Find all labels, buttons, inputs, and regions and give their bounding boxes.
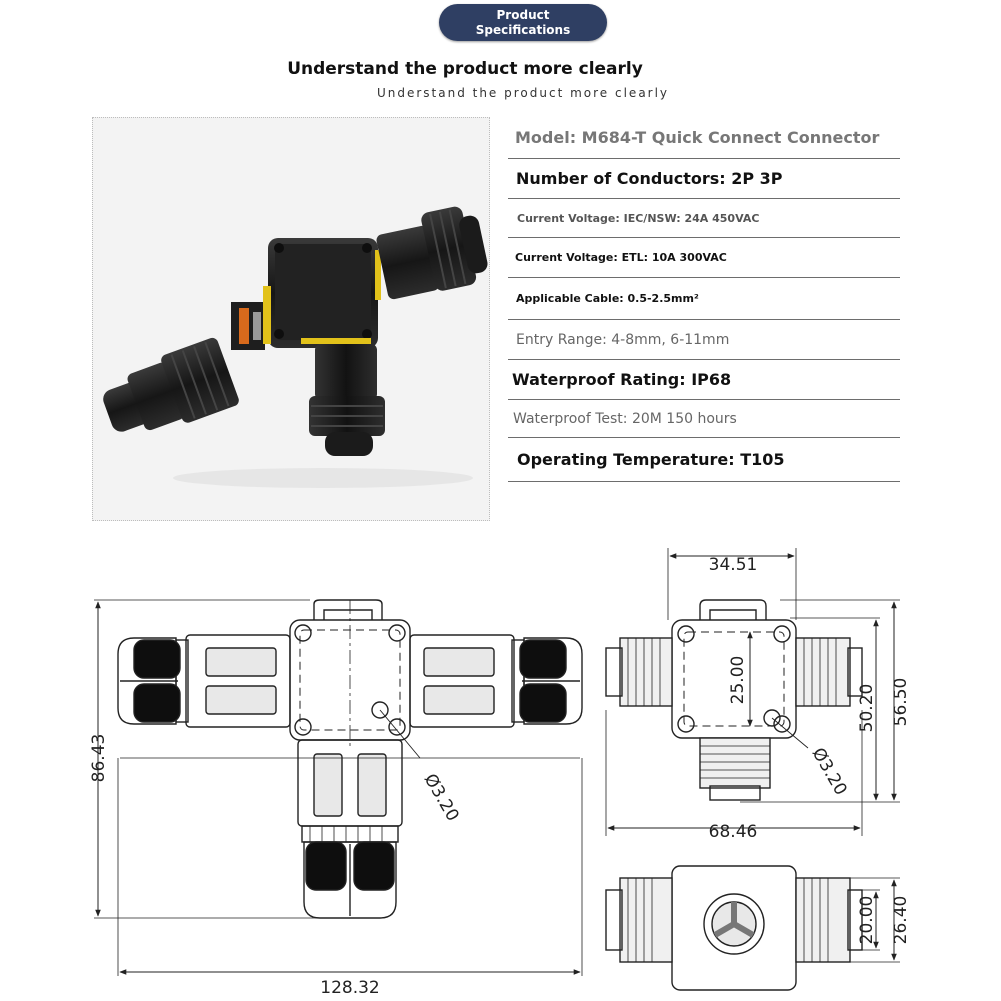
dim-side-height-outer: 56.50 (891, 678, 911, 727)
product-photo (92, 117, 490, 521)
spec-voltage-iec-text: Current Voltage: IEC/NSW: 24A 450VAC (517, 211, 760, 225)
spec-model: Model: M684-T Quick Connect Connector (508, 117, 900, 159)
spec-waterproof-test: Waterproof Test: 20M 150 hours (508, 400, 900, 438)
spec-conductors-text: Number of Conductors: 2P 3P (516, 169, 783, 188)
dim-total-length: 128.32 (320, 978, 379, 998)
left-plug-insert (231, 302, 265, 350)
dim-total-height: 86.43 (89, 734, 109, 783)
spec-model-text: Model: M684-T Quick Connect Connector (515, 128, 880, 147)
right-arm (376, 206, 488, 300)
left-cable-gland (103, 337, 239, 432)
side-view-dimensions (605, 548, 900, 836)
spec-waterproof-rating: Waterproof Rating: IP68 (508, 360, 900, 400)
bottom-arm (309, 344, 385, 456)
dim-bottom-inner: 20.00 (857, 896, 877, 945)
dim-side-height-inner: 50.20 (857, 684, 877, 733)
spec-entry-range-text: Entry Range: 4-8mm, 6-11mm (516, 331, 730, 348)
spec-temperature-text: Operating Temperature: T105 (517, 450, 785, 469)
dim-hole-left: Ø3.20 (420, 771, 463, 825)
front-view (117, 599, 583, 919)
technical-drawing: 86.43 128.32 Ø3.20 (0, 540, 1001, 1001)
bottom-view (605, 865, 863, 991)
spec-temperature: Operating Temperature: T105 (508, 438, 900, 482)
spec-cable-text: Applicable Cable: 0.5-2.5mm² (516, 292, 699, 305)
badge-line-1: Product (496, 8, 550, 22)
subline: Understand the product more clearly (376, 86, 670, 100)
spec-entry-range: Entry Range: 4-8mm, 6-11mm (508, 320, 900, 360)
product-specifications-badge: Product Specifications (439, 4, 607, 41)
spec-waterproof-rating-text: Waterproof Rating: IP68 (512, 370, 732, 389)
dim-body-square: 25.00 (728, 656, 748, 705)
spec-voltage-etl-text: Current Voltage: ETL: 10A 300VAC (515, 251, 727, 264)
badge-line-2: Specifications (475, 23, 571, 37)
side-view (605, 599, 863, 801)
dim-side-width: 68.46 (709, 822, 758, 842)
spec-voltage-iec: Current Voltage: IEC/NSW: 24A 450VAC (508, 199, 900, 238)
spec-voltage-etl: Current Voltage: ETL: 10A 300VAC (508, 238, 900, 278)
dim-bottom-outer: 26.40 (891, 896, 911, 945)
connector-photo-illustration (103, 206, 488, 488)
drawing-svg: 86.43 128.32 Ø3.20 (89, 548, 911, 998)
headline: Understand the product more clearly (287, 59, 643, 79)
front-view-dimensions (94, 599, 583, 976)
t-body (263, 238, 381, 348)
spec-conductors: Number of Conductors: 2P 3P (508, 159, 900, 199)
spec-waterproof-test-text: Waterproof Test: 20M 150 hours (513, 410, 737, 427)
spec-cable: Applicable Cable: 0.5-2.5mm² (508, 278, 900, 320)
dim-hole-right: Ø3.20 (808, 745, 851, 799)
bottom-view-dimensions (850, 877, 900, 963)
dim-body-width: 34.51 (709, 555, 758, 575)
